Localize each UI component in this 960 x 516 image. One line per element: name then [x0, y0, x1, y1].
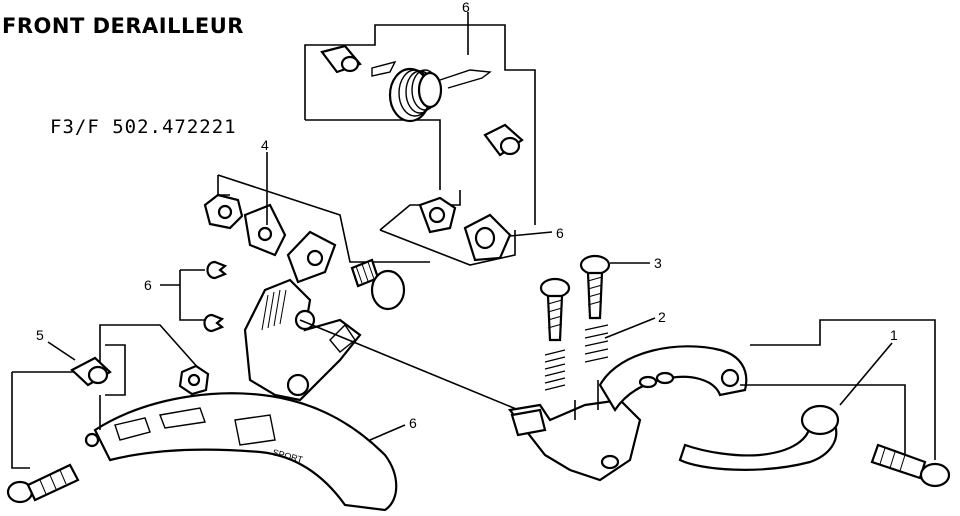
right-bushing [483, 123, 524, 157]
right-washers [418, 196, 512, 262]
callout-2: 2 [658, 309, 666, 325]
spring-assembly-group [304, 12, 536, 225]
hex-nut [203, 193, 244, 230]
callout-6-clips: 6 [144, 277, 152, 293]
callout-5: 5 [36, 327, 44, 343]
callout-4: 4 [261, 137, 269, 153]
derailleur-body [243, 278, 362, 402]
screw-right [579, 254, 611, 363]
e-clips-group [160, 260, 228, 333]
pivot-bolt [350, 258, 406, 311]
clamp-body [507, 345, 840, 482]
callout-3: 3 [654, 255, 662, 271]
callout-6-top: 6 [462, 0, 470, 15]
spacer-group [11, 324, 210, 469]
callout-1: 1 [890, 327, 898, 343]
model-number: F3/F 502.472221 [50, 116, 237, 138]
link-plate [243, 203, 287, 257]
clamp-bolt [740, 319, 951, 488]
callout-6-cage: 6 [409, 415, 417, 431]
cage-bolt [6, 432, 100, 504]
screw-left [539, 277, 571, 391]
pivot-hardware-group [203, 174, 516, 311]
diagram-title: FRONT DERAILLEUR [2, 14, 244, 38]
derailleur-cage: SPORT [93, 392, 398, 512]
left-bushing [320, 44, 362, 74]
adjusting-screws [539, 254, 611, 420]
callout-6-right-washer: 6 [556, 225, 564, 241]
torsion-spring [371, 60, 492, 123]
cam-plate [286, 230, 337, 284]
